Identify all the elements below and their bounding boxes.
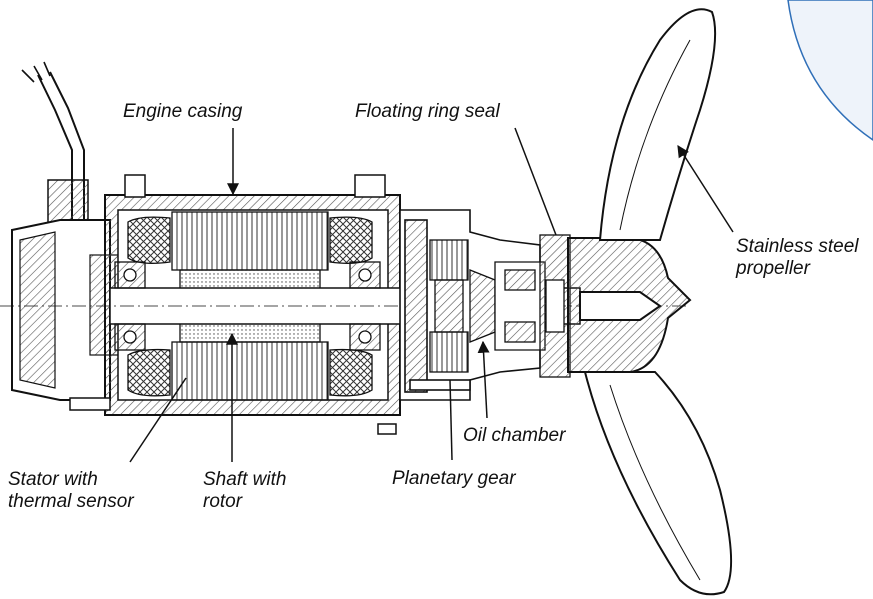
oil-chamber [494, 261, 546, 351]
planetary-gear [429, 239, 496, 373]
label-floating-ring-seal: Floating ring seal [355, 101, 500, 122]
label-engine-casing: Engine casing [123, 101, 243, 122]
label-shaft-line1: Shaft with [203, 469, 287, 490]
propeller-hub [567, 237, 692, 373]
label-shaft-line2: rotor [203, 491, 243, 512]
stator-windings [127, 216, 373, 397]
label-stator-line1: Stator with [8, 469, 98, 490]
label-propeller-line1: Stainless steel [736, 236, 859, 257]
arrow-planetary-gear [449, 379, 453, 461]
label-stator-line2: thermal sensor [8, 491, 134, 512]
bearings [114, 261, 381, 351]
propeller-blades [583, 8, 733, 596]
label-planetary-gear: Planetary gear [392, 468, 516, 489]
floating-ring-seal [539, 234, 571, 378]
label-shaft: Shaft with rotor [203, 469, 286, 513]
leader-lines [129, 127, 734, 463]
arrow-oil-chamber [477, 340, 490, 419]
corner-decoration [787, 0, 873, 141]
label-propeller: Stainless steel propeller [736, 236, 859, 280]
arrow-floating-ring-seal [514, 127, 557, 236]
arrow-stator [129, 377, 187, 463]
arrow-propeller [677, 144, 734, 233]
label-stator: Stator with thermal sensor [8, 469, 134, 513]
label-oil-chamber: Oil chamber [463, 425, 566, 446]
label-propeller-line2: propeller [736, 258, 810, 279]
